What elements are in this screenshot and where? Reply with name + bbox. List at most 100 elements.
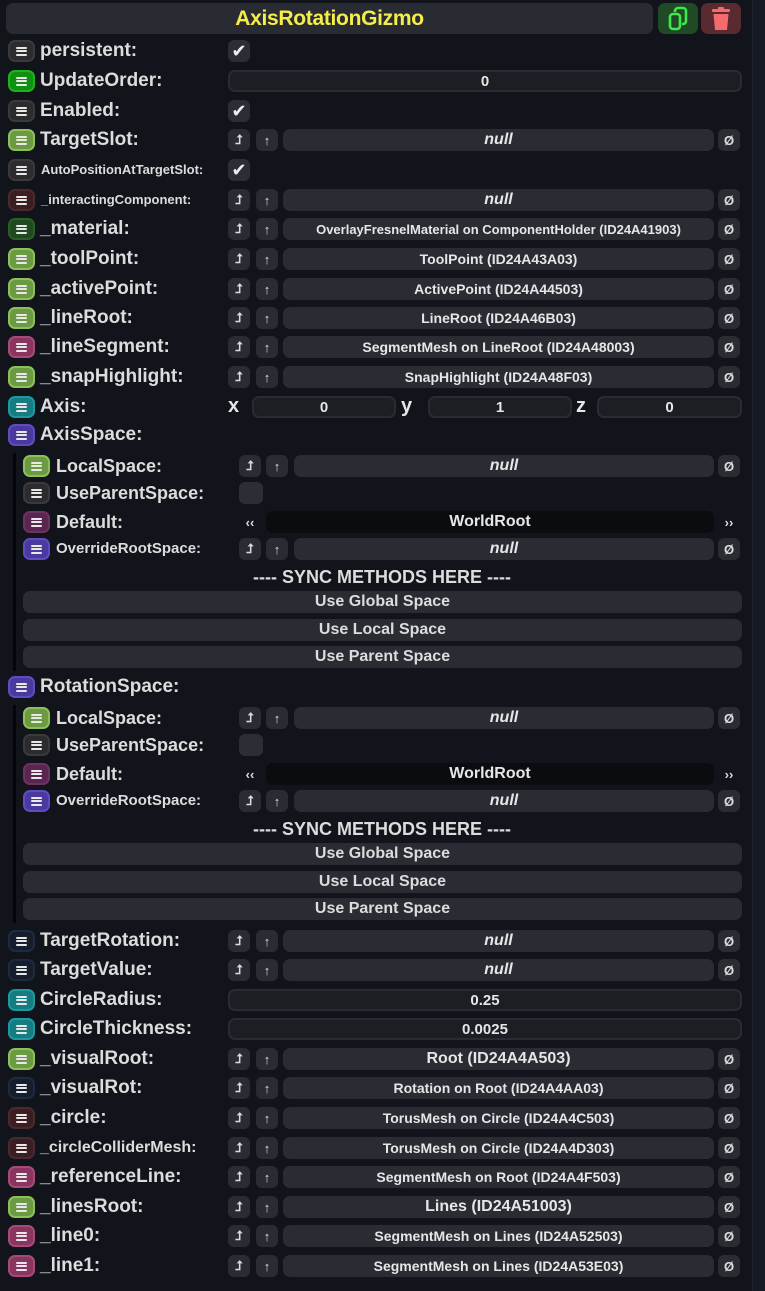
- reference-field[interactable]: null: [283, 930, 714, 952]
- circle-radius-input[interactable]: 0.25: [228, 989, 742, 1011]
- drive-button[interactable]: ⮥: [228, 248, 250, 270]
- drag-handle[interactable]: [8, 1255, 35, 1277]
- drive-button[interactable]: ⮥: [228, 336, 250, 358]
- enabled-checkbox[interactable]: ✔: [228, 100, 250, 122]
- drag-handle[interactable]: [8, 1048, 35, 1070]
- reference-field[interactable]: Lines (ID24A51003): [283, 1196, 714, 1218]
- persistent-checkbox[interactable]: ✔: [228, 40, 250, 62]
- enum-prev-button[interactable]: ‹‹: [239, 763, 261, 785]
- jump-to-button[interactable]: ↑: [256, 218, 278, 240]
- jump-to-button[interactable]: ↑: [266, 707, 288, 729]
- drag-handle[interactable]: [23, 538, 50, 560]
- drag-handle[interactable]: [23, 482, 50, 504]
- clear-button[interactable]: Ø: [718, 959, 740, 981]
- jump-to-button[interactable]: ↑: [256, 1048, 278, 1070]
- jump-to-button[interactable]: ↑: [256, 189, 278, 211]
- use-parent-space-checkbox[interactable]: [239, 734, 263, 756]
- enum-next-button[interactable]: ››: [718, 763, 740, 785]
- clear-button[interactable]: Ø: [718, 189, 740, 211]
- enum-next-button[interactable]: ››: [718, 511, 740, 533]
- clear-button[interactable]: Ø: [718, 248, 740, 270]
- reference-field[interactable]: null: [283, 959, 714, 981]
- reference-field[interactable]: null: [294, 455, 714, 477]
- scrollbar-track[interactable]: [752, 0, 765, 1291]
- clear-button[interactable]: Ø: [718, 1225, 740, 1247]
- jump-to-button[interactable]: ↑: [256, 248, 278, 270]
- jump-to-button[interactable]: ↑: [256, 336, 278, 358]
- jump-to-button[interactable]: ↑: [256, 129, 278, 151]
- drag-handle[interactable]: [8, 248, 35, 270]
- jump-to-button[interactable]: ↑: [256, 278, 278, 300]
- drag-handle[interactable]: [8, 1018, 35, 1040]
- jump-to-button[interactable]: ↑: [256, 1107, 278, 1129]
- reference-field[interactable]: TorusMesh on Circle (ID24A4D303): [283, 1137, 714, 1159]
- delete-button[interactable]: [701, 3, 741, 34]
- drag-handle[interactable]: [23, 763, 50, 785]
- update-order-input[interactable]: 0: [228, 70, 742, 92]
- jump-to-button[interactable]: ↑: [256, 307, 278, 329]
- drag-handle[interactable]: [8, 1077, 35, 1099]
- use-global-space-button[interactable]: Use Global Space: [23, 843, 742, 865]
- drag-handle[interactable]: [8, 336, 35, 358]
- drive-button[interactable]: ⮥: [239, 707, 261, 729]
- reference-field[interactable]: Root (ID24A4A503): [283, 1048, 714, 1070]
- use-parent-space-button[interactable]: Use Parent Space: [23, 646, 742, 668]
- clear-button[interactable]: Ø: [718, 930, 740, 952]
- clear-button[interactable]: Ø: [718, 129, 740, 151]
- reference-field[interactable]: SegmentMesh on Lines (ID24A52503): [283, 1225, 714, 1247]
- drag-handle[interactable]: [8, 159, 35, 181]
- drag-handle[interactable]: [8, 424, 35, 446]
- drive-button[interactable]: ⮥: [228, 129, 250, 151]
- drive-button[interactable]: ⮥: [239, 790, 261, 812]
- reference-field[interactable]: null: [294, 538, 714, 560]
- drive-button[interactable]: ⮥: [228, 1107, 250, 1129]
- jump-to-button[interactable]: ↑: [256, 1166, 278, 1188]
- jump-to-button[interactable]: ↑: [256, 1196, 278, 1218]
- use-local-space-button[interactable]: Use Local Space: [23, 619, 742, 641]
- axis-y-input[interactable]: 1: [428, 396, 572, 418]
- auto-position-checkbox[interactable]: ✔: [228, 159, 250, 181]
- drag-handle[interactable]: [8, 930, 35, 952]
- drag-handle[interactable]: [23, 455, 50, 477]
- clear-button[interactable]: Ø: [718, 790, 740, 812]
- clear-button[interactable]: Ø: [718, 455, 740, 477]
- drive-button[interactable]: ⮥: [228, 1077, 250, 1099]
- axis-z-input[interactable]: 0: [597, 396, 742, 418]
- drive-button[interactable]: ⮥: [228, 1255, 250, 1277]
- reference-field[interactable]: SegmentMesh on LineRoot (ID24A48003): [283, 336, 714, 358]
- clear-button[interactable]: Ø: [718, 366, 740, 388]
- clear-button[interactable]: Ø: [718, 1048, 740, 1070]
- jump-to-button[interactable]: ↑: [256, 930, 278, 952]
- drive-button[interactable]: ⮥: [239, 538, 261, 560]
- reference-field[interactable]: OverlayFresnelMaterial on ComponentHolde…: [283, 218, 714, 240]
- clear-button[interactable]: Ø: [718, 307, 740, 329]
- drag-handle[interactable]: [8, 218, 35, 240]
- jump-to-button[interactable]: ↑: [256, 959, 278, 981]
- reference-field[interactable]: null: [294, 790, 714, 812]
- use-global-space-button[interactable]: Use Global Space: [23, 591, 742, 613]
- clear-button[interactable]: Ø: [718, 1107, 740, 1129]
- drag-handle[interactable]: [8, 278, 35, 300]
- drag-handle[interactable]: [8, 1107, 35, 1129]
- drag-handle[interactable]: [8, 1196, 35, 1218]
- clear-button[interactable]: Ø: [718, 218, 740, 240]
- use-parent-space-button[interactable]: Use Parent Space: [23, 898, 742, 920]
- jump-to-button[interactable]: ↑: [256, 1137, 278, 1159]
- clear-button[interactable]: Ø: [718, 278, 740, 300]
- drag-handle[interactable]: [8, 676, 35, 698]
- drive-button[interactable]: ⮥: [228, 278, 250, 300]
- drag-handle[interactable]: [8, 307, 35, 329]
- drag-handle[interactable]: [23, 511, 50, 533]
- drag-handle[interactable]: [23, 707, 50, 729]
- clear-button[interactable]: Ø: [718, 336, 740, 358]
- reference-field[interactable]: null: [294, 707, 714, 729]
- jump-to-button[interactable]: ↑: [266, 538, 288, 560]
- reference-field[interactable]: SegmentMesh on Root (ID24A4F503): [283, 1166, 714, 1188]
- drive-button[interactable]: ⮥: [228, 930, 250, 952]
- drag-handle[interactable]: [8, 1166, 35, 1188]
- reference-field[interactable]: SegmentMesh on Lines (ID24A53E03): [283, 1255, 714, 1277]
- jump-to-button[interactable]: ↑: [266, 790, 288, 812]
- drive-button[interactable]: ⮥: [228, 1225, 250, 1247]
- clear-button[interactable]: Ø: [718, 1077, 740, 1099]
- drive-button[interactable]: ⮥: [228, 366, 250, 388]
